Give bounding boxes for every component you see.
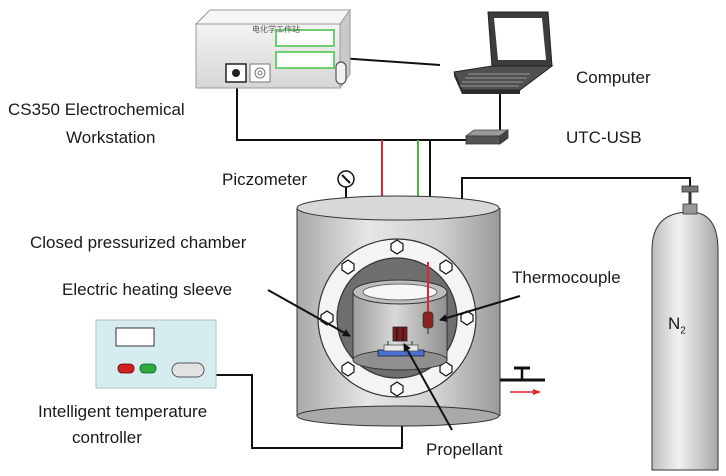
- leader-arrows: [267, 289, 521, 431]
- laptop-icon: [453, 11, 554, 94]
- utc-usb-label: UTC-USB: [566, 128, 642, 147]
- workstation-computer-cable: [339, 57, 441, 66]
- controller-display: [115, 327, 155, 347]
- thermocouple-arrow: [439, 295, 521, 322]
- workstation-label-line1: CS350 Electrochemical: [8, 100, 185, 119]
- workstation-connector: [249, 63, 271, 83]
- controller-red-button: [117, 363, 135, 374]
- heating-sleeve-label: Electric heating sleeve: [62, 280, 233, 299]
- nitrogen-cylinder: [651, 185, 719, 471]
- thermocouple-label: Thermocouple: [512, 268, 621, 287]
- controller-switch: [171, 362, 205, 378]
- workstation-panel-text: 电化学工作站: [252, 25, 300, 34]
- propellant-arrow: [403, 343, 453, 431]
- temperature-controller: [95, 319, 217, 389]
- controller-label-line2: controller: [72, 428, 142, 447]
- piezometer-label: Piczometer: [222, 170, 308, 189]
- workstation-display-top: [275, 29, 335, 47]
- controller-cable: [205, 374, 403, 449]
- workstation-display-bottom: [275, 51, 335, 69]
- chamber-label: Closed pressurized chamber: [30, 233, 247, 252]
- electrochemical-workstation: [194, 8, 351, 90]
- workstation-handle: [335, 61, 347, 85]
- outlet-valve: [500, 366, 545, 395]
- computer-label: Computer: [576, 68, 651, 87]
- nitrogen-label-base: N: [668, 314, 681, 333]
- heating-sleeve-arrow: [267, 289, 351, 337]
- nitrogen-label: N2: [668, 314, 686, 336]
- thermocouple-probe: [422, 262, 434, 334]
- pressurized-chamber: [296, 195, 545, 427]
- nitrogen-label-subscript: 2: [680, 325, 686, 337]
- workstation-cable: [236, 74, 430, 141]
- propellant-sample: [377, 326, 425, 357]
- propellant-label: Propellant: [426, 440, 503, 459]
- workstation-label-line2: Workstation: [66, 128, 156, 147]
- controller-label-line1: Intelligent temperature: [38, 402, 208, 421]
- flange-bolts: [320, 239, 474, 397]
- controller-green-button: [139, 363, 157, 374]
- usb-converter: [464, 129, 510, 145]
